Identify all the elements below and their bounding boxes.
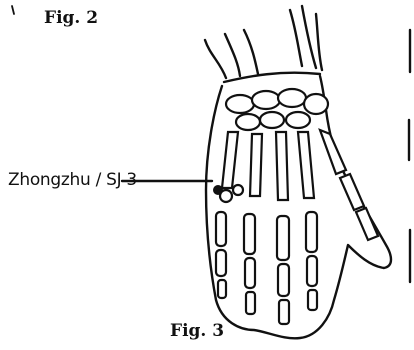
index-finger-phalanges [306, 212, 317, 310]
wrist-line [224, 73, 320, 82]
acupoint-label: Zhongzhu / SJ 3 [8, 170, 137, 190]
middle-finger-phalanges [277, 216, 289, 324]
stray-mark [12, 6, 14, 14]
acupoint-marker [213, 185, 223, 195]
margin-scan-marks [409, 30, 410, 282]
ring-finger-phalanges [244, 214, 255, 314]
little-finger-phalanges [216, 212, 226, 298]
carpal-bones [226, 89, 328, 130]
fig-3-caption: Fig. 3 [170, 321, 224, 341]
forearm-outline [205, 40, 226, 78]
thumb-phalanges [340, 174, 378, 240]
